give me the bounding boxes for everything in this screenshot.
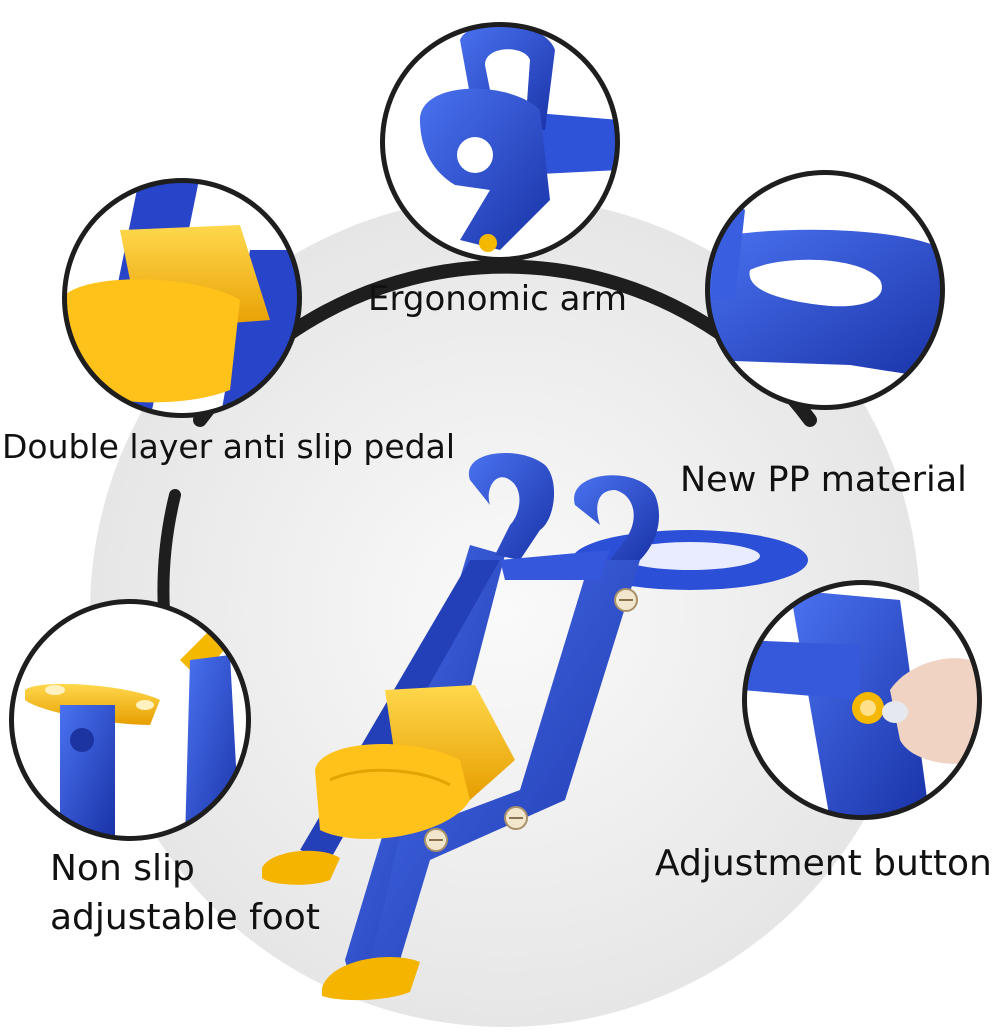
- ergonomic-arm-label: Ergonomic arm: [368, 279, 628, 319]
- adjustment-button-label: Adjustment button: [655, 843, 992, 884]
- foot-detail-circle: [9, 599, 251, 841]
- pp-material-label: New PP material: [680, 460, 967, 500]
- arm-detail-circle: [380, 22, 620, 262]
- adjustable-foot-label-line2: adjustable foot: [50, 897, 320, 938]
- potty-ladder-product: [262, 453, 808, 1001]
- material-detail-circle: [705, 170, 945, 410]
- button-detail-circle: [742, 580, 982, 820]
- anti-slip-pedal-label: Double layer anti slip pedal: [2, 427, 455, 466]
- pedal-detail-circle: [62, 178, 302, 418]
- adjustable-foot-label-line1: Non slip: [50, 848, 195, 889]
